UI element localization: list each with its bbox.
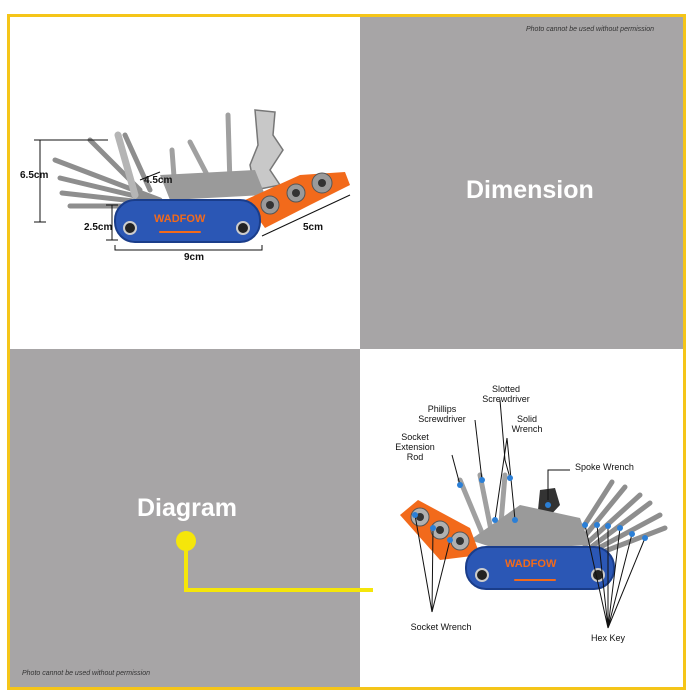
callout-dots bbox=[412, 475, 648, 543]
notice-top: Photo cannot be used without permission bbox=[526, 26, 655, 33]
dimension-lines bbox=[34, 139, 351, 251]
label-slotted-screwdriver: Slotted Screwdriver bbox=[482, 384, 530, 404]
label-socket-wrench: Socket Wrench bbox=[410, 622, 472, 632]
diagram-label-panel bbox=[10, 349, 360, 687]
diagram-tool bbox=[400, 472, 668, 590]
top-tool bbox=[52, 109, 350, 243]
diagram-connector bbox=[176, 531, 373, 592]
dim-top: 4.5cm bbox=[144, 175, 173, 186]
diagram-label: Diagram bbox=[137, 494, 238, 522]
label-phillips-screwdriver: Phillips Screwdriver bbox=[418, 404, 466, 424]
dimension-label: Dimension bbox=[466, 176, 594, 204]
label-solid-wrench: Solid Wrench bbox=[511, 414, 543, 434]
label-socket-extension-rod: Socket Extension Rod bbox=[395, 432, 435, 462]
brand-label-top: WADFOW bbox=[154, 213, 206, 225]
notice-bottom: Photo cannot be used without permission bbox=[22, 670, 151, 677]
dim-height: 6.5cm bbox=[20, 170, 49, 181]
dim-length: 9cm bbox=[184, 252, 205, 263]
label-spoke-wrench: Spoke Wrench bbox=[575, 462, 634, 472]
callout-lines bbox=[414, 399, 646, 629]
label-hex-key: Hex Key bbox=[590, 633, 625, 643]
dim-socket: 5cm bbox=[303, 222, 324, 233]
brand-label-diagram: WADFOW bbox=[505, 558, 557, 570]
dim-thickness: 2.5cm bbox=[84, 222, 113, 233]
yellow-frame bbox=[7, 14, 686, 690]
dimension-label-panel bbox=[360, 17, 683, 349]
